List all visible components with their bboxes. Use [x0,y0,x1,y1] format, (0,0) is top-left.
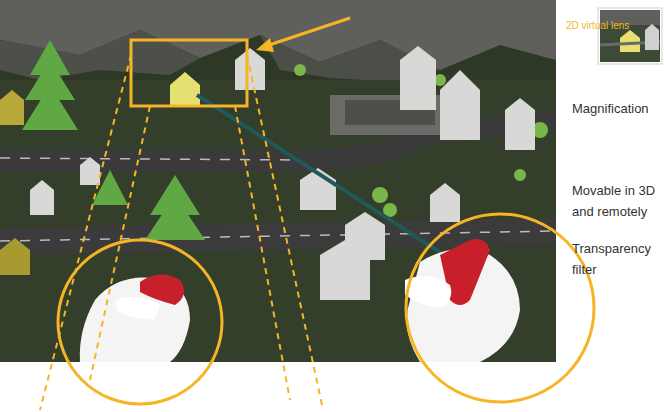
feature-label: Transparency filter [572,238,664,280]
feature-label: Magnification [572,98,664,119]
callout-label: 2D virtual lens [566,18,656,34]
feature-label: Movable in 3D and remotely [572,180,664,222]
